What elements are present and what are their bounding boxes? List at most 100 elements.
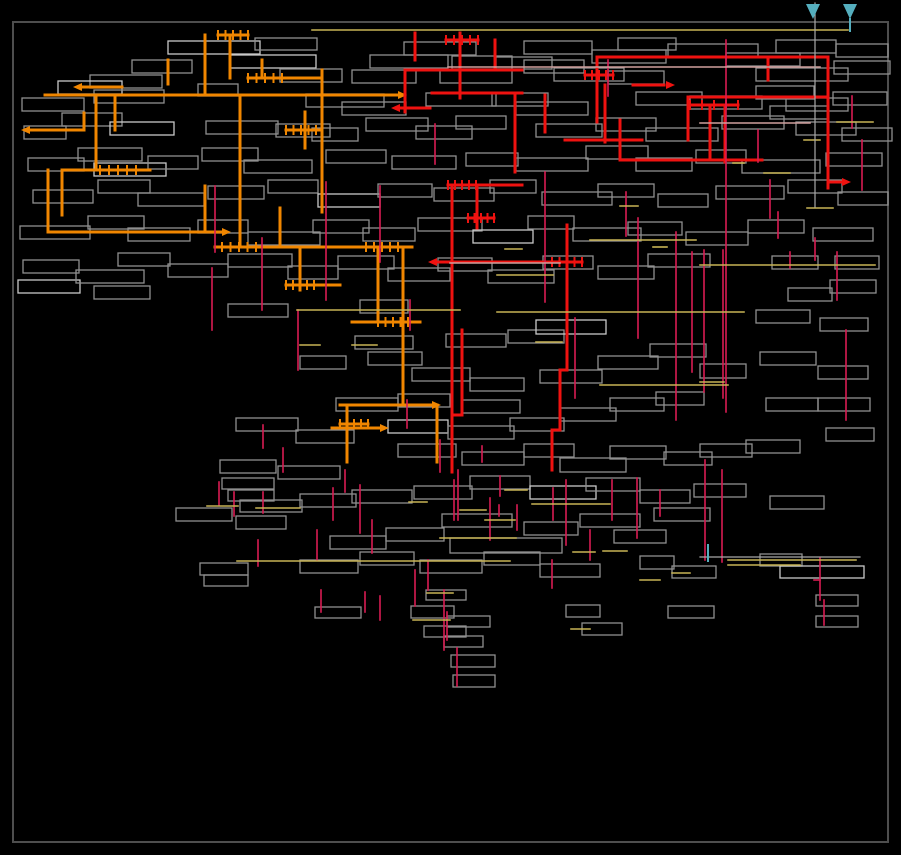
component-box[interactable] bbox=[539, 563, 601, 578]
component-box[interactable] bbox=[835, 43, 889, 58]
component-box[interactable] bbox=[415, 125, 473, 140]
component-box[interactable] bbox=[585, 477, 641, 492]
component-box[interactable] bbox=[450, 654, 496, 668]
component-box[interactable] bbox=[445, 333, 507, 348]
component-box[interactable] bbox=[314, 606, 362, 619]
component-box[interactable] bbox=[354, 335, 414, 350]
component-box[interactable] bbox=[351, 69, 417, 84]
component-box[interactable] bbox=[365, 117, 429, 132]
component-box[interactable] bbox=[433, 187, 495, 202]
component-box[interactable] bbox=[472, 229, 534, 244]
component-box[interactable] bbox=[755, 67, 849, 82]
component-box[interactable] bbox=[311, 127, 359, 142]
component-box[interactable] bbox=[219, 459, 277, 474]
port-marker-icon[interactable] bbox=[843, 4, 857, 19]
component-box[interactable] bbox=[455, 115, 507, 130]
component-box[interactable] bbox=[667, 43, 759, 58]
component-box[interactable] bbox=[779, 565, 865, 579]
component-box[interactable] bbox=[131, 59, 193, 74]
component-box[interactable] bbox=[413, 485, 473, 500]
component-box[interactable] bbox=[645, 127, 719, 142]
component-box[interactable] bbox=[419, 559, 483, 574]
component-box[interactable] bbox=[609, 445, 667, 460]
component-box[interactable] bbox=[841, 127, 893, 142]
component-box[interactable] bbox=[227, 253, 293, 268]
component-box[interactable] bbox=[337, 255, 395, 270]
component-box[interactable] bbox=[359, 551, 415, 566]
component-box[interactable] bbox=[369, 54, 449, 69]
component-box[interactable] bbox=[523, 443, 575, 458]
component-box[interactable] bbox=[299, 355, 347, 370]
component-box[interactable] bbox=[317, 193, 381, 208]
component-box[interactable] bbox=[755, 309, 811, 324]
component-box[interactable] bbox=[685, 231, 749, 246]
component-box[interactable] bbox=[61, 112, 123, 127]
component-box[interactable] bbox=[235, 417, 299, 432]
component-box[interactable] bbox=[607, 70, 665, 85]
component-box[interactable] bbox=[597, 265, 655, 280]
component-box[interactable] bbox=[755, 85, 815, 100]
component-box[interactable] bbox=[235, 515, 287, 530]
component-box[interactable] bbox=[411, 367, 471, 382]
component-box[interactable] bbox=[329, 535, 387, 550]
component-box[interactable] bbox=[613, 529, 667, 544]
component-box[interactable] bbox=[452, 674, 496, 688]
component-box[interactable] bbox=[23, 125, 67, 140]
component-box[interactable] bbox=[109, 121, 175, 136]
component-box[interactable] bbox=[627, 221, 683, 236]
component-box[interactable] bbox=[745, 439, 801, 454]
component-box[interactable] bbox=[227, 303, 289, 318]
component-box[interactable] bbox=[837, 191, 889, 206]
component-box[interactable] bbox=[239, 499, 303, 513]
component-box[interactable] bbox=[423, 625, 467, 638]
component-box[interactable] bbox=[277, 465, 341, 480]
component-box[interactable] bbox=[523, 40, 593, 55]
component-box[interactable] bbox=[247, 231, 321, 246]
component-box[interactable] bbox=[167, 263, 229, 278]
component-box[interactable] bbox=[312, 219, 370, 234]
port-marker-icon[interactable] bbox=[806, 4, 820, 19]
component-box[interactable] bbox=[175, 507, 233, 522]
component-box[interactable] bbox=[279, 68, 343, 83]
component-box[interactable] bbox=[597, 355, 659, 370]
component-box[interactable] bbox=[137, 192, 205, 207]
component-box[interactable] bbox=[559, 457, 627, 473]
component-box[interactable] bbox=[653, 507, 711, 522]
component-box[interactable] bbox=[227, 489, 275, 502]
component-box[interactable] bbox=[397, 393, 451, 408]
component-box[interactable] bbox=[825, 427, 875, 442]
component-box[interactable] bbox=[787, 287, 833, 302]
component-box[interactable] bbox=[815, 594, 859, 607]
component-box[interactable] bbox=[541, 191, 613, 206]
component-box[interactable] bbox=[812, 227, 874, 242]
component-box[interactable] bbox=[539, 369, 603, 384]
component-box[interactable] bbox=[205, 120, 279, 135]
component-box[interactable] bbox=[649, 343, 707, 358]
component-box[interactable] bbox=[671, 565, 717, 579]
component-box[interactable] bbox=[523, 521, 579, 536]
component-box[interactable] bbox=[527, 215, 575, 230]
component-box[interactable] bbox=[759, 351, 817, 366]
component-box[interactable] bbox=[483, 551, 541, 566]
component-box[interactable] bbox=[417, 217, 483, 232]
component-box[interactable] bbox=[487, 269, 555, 284]
component-box[interactable] bbox=[725, 52, 801, 67]
component-box[interactable] bbox=[203, 574, 249, 587]
component-box[interactable] bbox=[147, 155, 199, 170]
component-box[interactable] bbox=[437, 257, 493, 272]
component-box[interactable] bbox=[367, 351, 423, 366]
component-box[interactable] bbox=[769, 105, 829, 120]
component-box[interactable] bbox=[447, 425, 515, 440]
component-box[interactable] bbox=[221, 477, 275, 490]
component-box[interactable] bbox=[167, 40, 261, 55]
component-box[interactable] bbox=[229, 54, 317, 69]
component-box[interactable] bbox=[449, 537, 563, 554]
component-box[interactable] bbox=[817, 397, 871, 412]
component-box[interactable] bbox=[715, 185, 785, 200]
component-box[interactable] bbox=[387, 267, 451, 282]
component-box[interactable] bbox=[775, 39, 837, 54]
component-box[interactable] bbox=[579, 513, 641, 528]
component-box[interactable] bbox=[655, 391, 705, 406]
component-box[interactable] bbox=[17, 279, 81, 294]
